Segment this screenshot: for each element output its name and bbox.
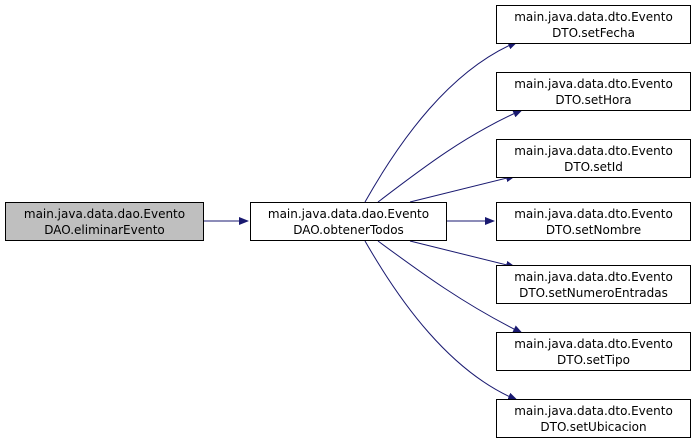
node-label-line2: DTO.setUbicacion	[540, 419, 647, 434]
node-eventodto-setid[interactable]: main.java.data.dto.Evento DTO.setId	[496, 139, 691, 178]
node-label-line2: DTO.setTipo	[557, 352, 630, 367]
node-eventodto-setnombre[interactable]: main.java.data.dto.Evento DTO.setNombre	[496, 202, 691, 241]
node-eventodto-sethora[interactable]: main.java.data.dto.Evento DTO.setHora	[496, 72, 691, 111]
node-label-line2: DTO.setNumeroEntradas	[519, 285, 668, 300]
node-label-line2: DAO.obtenerTodos	[293, 222, 404, 237]
edge-to-setnumeroentradas	[409, 240, 516, 269]
edge-to-settipo	[377, 240, 523, 334]
node-label-line1: main.java.data.dao.Evento	[23, 206, 186, 221]
node-label-line2: DTO.setId	[564, 159, 623, 174]
node-label-line2: DTO.setHora	[555, 92, 632, 107]
node-label-line1: main.java.data.dto.Evento	[514, 9, 673, 24]
edge-to-setubicacion	[364, 240, 518, 401]
node-label-line1: main.java.data.dto.Evento	[514, 206, 673, 221]
node-label-line1: main.java.data.dto.Evento	[514, 269, 673, 284]
node-eventodto-setnumeroentradas[interactable]: main.java.data.dto.Evento DTO.setNumeroE…	[496, 265, 691, 304]
node-label-line1: main.java.data.dto.Evento	[514, 403, 673, 418]
node-label-line2: DTO.setFecha	[552, 25, 635, 40]
node-label-line1: main.java.data.dao.Evento	[267, 206, 430, 221]
node-label-line1: main.java.data.dto.Evento	[514, 76, 673, 91]
node-eventodto-settipo[interactable]: main.java.data.dto.Evento DTO.setTipo	[496, 332, 691, 371]
node-eventodao-eliminarevento: main.java.data.dao.Evento DAO.eliminarEv…	[5, 202, 204, 241]
node-eventodto-setfecha[interactable]: main.java.data.dto.Evento DTO.setFecha	[496, 5, 691, 44]
edge-to-sethora	[377, 109, 523, 203]
node-label-line2: DAO.eliminarEvento	[44, 222, 165, 237]
edge-to-setid	[409, 174, 516, 203]
node-eventodto-setubicacion[interactable]: main.java.data.dto.Evento DTO.setUbicaci…	[496, 399, 691, 438]
node-label-line1: main.java.data.dto.Evento	[514, 143, 673, 158]
node-label-line2: DTO.setNombre	[545, 222, 642, 237]
node-label-line1: main.java.data.dto.Evento	[514, 336, 673, 351]
node-eventodao-obtenertodos[interactable]: main.java.data.dao.Evento DAO.obtenerTod…	[250, 202, 447, 241]
edge-to-setfecha	[364, 41, 518, 203]
